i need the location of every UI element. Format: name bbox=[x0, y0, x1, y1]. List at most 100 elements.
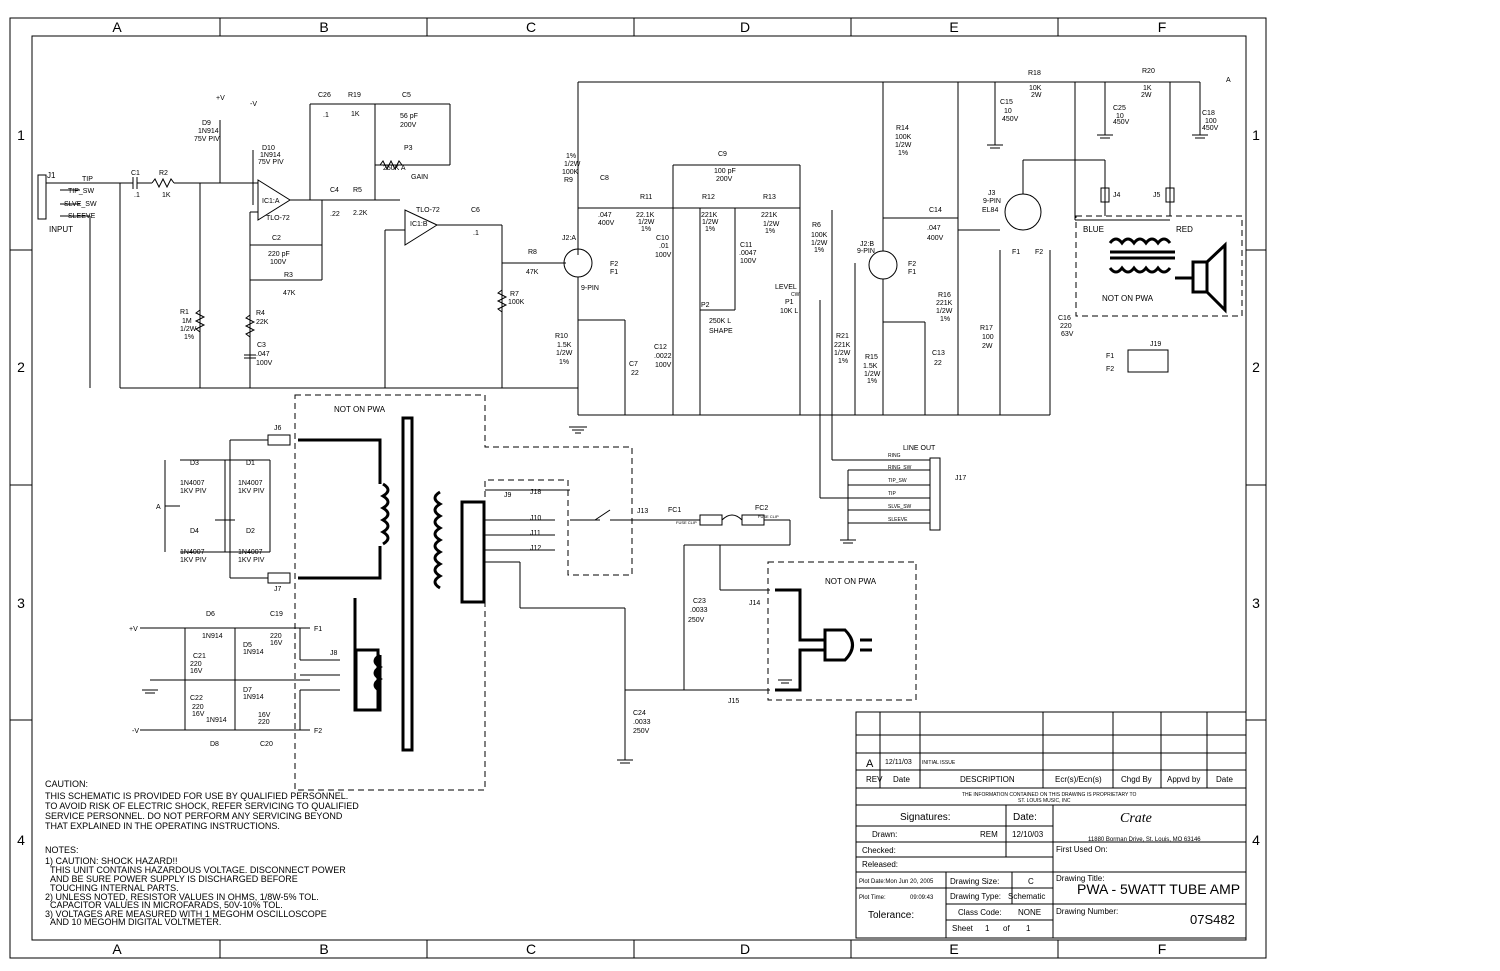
class-code: NONE bbox=[1018, 908, 1041, 917]
r15-label: R15 bbox=[865, 354, 878, 361]
r21-label: R21 bbox=[836, 333, 849, 340]
j4-label: J4 bbox=[1113, 192, 1121, 199]
pin-label: SLEEVE bbox=[68, 213, 96, 220]
col-label-bottom: E bbox=[949, 941, 958, 957]
drawing-size: C bbox=[1028, 877, 1034, 886]
c24-label: .0033 bbox=[633, 719, 651, 726]
notes-title: NOTES: bbox=[45, 845, 79, 855]
d7-label: D7 bbox=[243, 687, 252, 694]
r6-label: 1/2W bbox=[811, 240, 828, 247]
r18-label: 2W bbox=[1031, 92, 1042, 99]
r13-label: 221K bbox=[761, 212, 778, 219]
j2a-ref: J2:A bbox=[562, 235, 576, 242]
c24-label: 250V bbox=[633, 728, 650, 735]
line-out-pin: SLVE_SW bbox=[888, 504, 912, 510]
c5-label: 56 pF bbox=[400, 113, 418, 120]
r3-label: R3 bbox=[284, 272, 293, 279]
tolerance-label: Tolerance: bbox=[868, 910, 914, 921]
date-label: Date: bbox=[1013, 812, 1037, 823]
r21-label: 221K bbox=[834, 342, 851, 349]
c16-label: C16 bbox=[1058, 315, 1071, 322]
r9-label: 100K bbox=[562, 169, 579, 176]
c23-label: C23 bbox=[693, 598, 706, 605]
r12-label: 1/2W bbox=[702, 219, 719, 226]
border-frame: A B C D E F A B C D E F 1 2 3 4 1 2 3 4 bbox=[9, 17, 1267, 959]
r18-label: 10K bbox=[1029, 85, 1042, 92]
c26-label: C26 bbox=[318, 92, 331, 99]
f1-tag: F1 bbox=[610, 269, 618, 276]
c11-label: C11 bbox=[740, 242, 752, 249]
fc1-label: FC1 bbox=[668, 507, 681, 514]
r5-label: 2.2K bbox=[353, 210, 368, 217]
f2-tag: F2 bbox=[1035, 249, 1043, 256]
j6-label: J6 bbox=[274, 425, 282, 432]
f2-tag: F2 bbox=[610, 261, 618, 268]
node-a-tag: A bbox=[156, 504, 161, 511]
row-label-right: 4 bbox=[1252, 832, 1260, 848]
d9-label: 1N914 bbox=[198, 128, 219, 135]
r1-label: 1M bbox=[182, 318, 192, 325]
line-out-pin: SLEEVE bbox=[888, 517, 908, 523]
r5-label: R5 bbox=[353, 187, 362, 194]
col-label-bottom: A bbox=[112, 941, 122, 957]
r21-label: 1% bbox=[838, 358, 848, 365]
c8-label: C8 bbox=[600, 175, 609, 182]
note-line: THIS UNIT CONTAINS HAZARDOUS VOLTAGE. DI… bbox=[50, 865, 346, 875]
c4-label: C4 bbox=[330, 187, 339, 194]
c22-label: 16V bbox=[192, 711, 205, 718]
c6-label: .1 bbox=[473, 230, 479, 237]
f2-tag: F2 bbox=[908, 261, 916, 268]
fc1-label: FUSE CLIP bbox=[676, 520, 697, 525]
note-line: TOUCHING INTERNAL PARTS. bbox=[50, 883, 179, 893]
opamp-a-ref: IC1:A bbox=[262, 198, 280, 205]
c5-label: C5 bbox=[402, 92, 411, 99]
company-logo: Crate bbox=[1120, 811, 1152, 826]
r13-label: 1% bbox=[765, 228, 775, 235]
r21-label: 1/2W bbox=[834, 350, 851, 357]
r17-label: 2W bbox=[982, 343, 993, 350]
f2-tag: F2 bbox=[314, 728, 322, 735]
r13-label: R13 bbox=[763, 194, 776, 201]
ecr-header: Ecr(s)/Ecn(s) bbox=[1055, 775, 1102, 784]
r1-label: 1/2W bbox=[180, 326, 197, 333]
r10-label: 1% bbox=[559, 359, 569, 366]
r14-label: 100K bbox=[895, 134, 912, 141]
notes-block: CAUTION: THIS SCHEMATIC IS PROVIDED FOR … bbox=[45, 779, 359, 927]
j19-label: J19 bbox=[1150, 341, 1161, 348]
r15-label: 1% bbox=[867, 378, 877, 385]
line-out-pin: RING bbox=[888, 453, 901, 459]
proprietary-line: ST. LOUIS MUSIC, INC bbox=[1018, 798, 1071, 804]
row-label-right: 3 bbox=[1252, 595, 1260, 611]
d1-label: D1 bbox=[246, 460, 255, 467]
fc2-label: FC2 bbox=[755, 505, 768, 512]
row-label-left: 2 bbox=[17, 359, 25, 375]
c13-label: 22 bbox=[934, 360, 942, 367]
c15-label: 450V bbox=[1002, 116, 1019, 123]
r15-label: 1/2W bbox=[864, 371, 881, 378]
plot-time-label: Plot Time: bbox=[859, 895, 886, 901]
r15-label: 1.5K bbox=[863, 363, 878, 370]
c18-label: C18 bbox=[1202, 110, 1215, 117]
c2-label: C2 bbox=[272, 235, 281, 242]
caution-line: THIS SCHEMATIC IS PROVIDED FOR USE BY QU… bbox=[45, 791, 348, 801]
rev-header: REV bbox=[866, 775, 883, 784]
company-address: 11880 Borman Drive, St. Louis, MO 63146 bbox=[1088, 837, 1201, 843]
opamp-b-ref: IC1:B bbox=[410, 221, 428, 228]
c22-label: C22 bbox=[190, 695, 203, 702]
c10-label: C10 bbox=[656, 235, 669, 242]
appvd-header: Appvd by bbox=[1167, 775, 1200, 784]
f1-tag: F1 bbox=[1012, 249, 1020, 256]
r19-label: 1K bbox=[351, 111, 360, 118]
output-labels: J4 J5 BLUE RED NOT ON PWA F1 F2 J19 LINE… bbox=[888, 192, 1193, 523]
note-line: AND BE SURE POWER SUPPLY IS DISCHARGED B… bbox=[50, 874, 298, 884]
d5-label: D5 bbox=[243, 642, 252, 649]
c25-label: 10 bbox=[1116, 113, 1124, 120]
c16-label: 63V bbox=[1061, 331, 1074, 338]
opamp-b-type: TLO-72 bbox=[416, 207, 440, 214]
d9-label: D9 bbox=[202, 120, 211, 127]
r17-label: 100 bbox=[982, 334, 994, 341]
not-on-pwa-label: NOT ON PWA bbox=[825, 577, 877, 586]
c22-label: 220 bbox=[192, 704, 204, 711]
c14-label: C14 bbox=[929, 207, 942, 214]
pin-label: TIP_SW bbox=[68, 188, 94, 195]
